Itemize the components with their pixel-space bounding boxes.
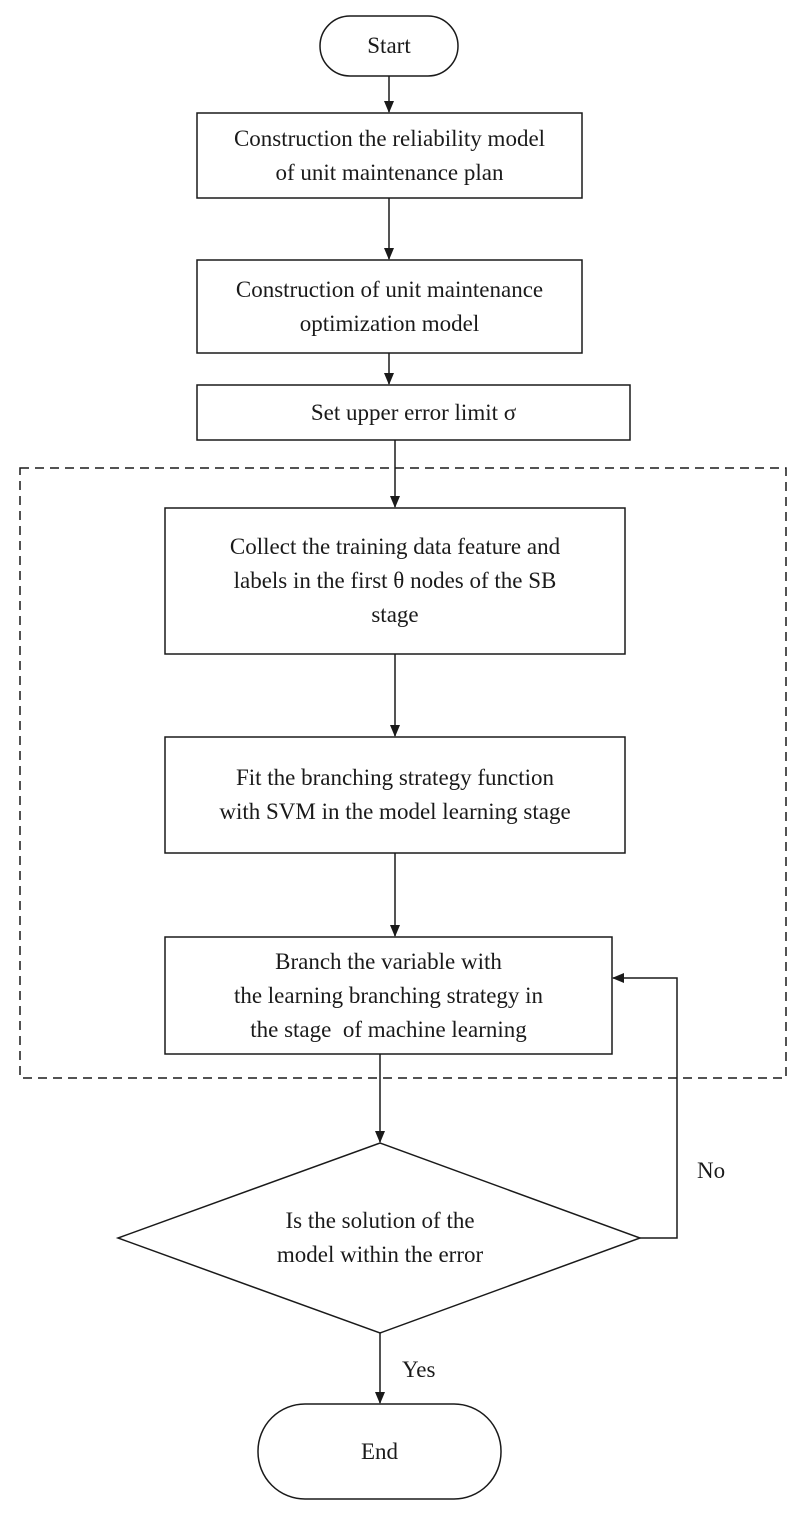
branch-variable-line-1: Branch the variable with xyxy=(275,948,502,974)
start-label: Start xyxy=(367,33,411,58)
fit-svm-node: Fit the branching strategy function with… xyxy=(165,737,625,853)
reliability-model-line-1: Construction the reliability model xyxy=(233,125,546,151)
optimization-model-line-2: optimization model xyxy=(299,310,480,336)
fit-svm-line-2: with SVM in the model learning stage xyxy=(219,799,571,824)
start-node: Start xyxy=(320,16,458,76)
collect-data-line-3: stage xyxy=(371,602,419,627)
decision-line-1: Is the solution of the xyxy=(285,1208,475,1233)
edge-label-yes: Yes xyxy=(402,1357,436,1382)
decision-line-2: model within the error xyxy=(276,1242,484,1267)
error-limit-node: Set upper error limit σ xyxy=(197,385,630,440)
branch-variable-line-2: the learning branching strategy in xyxy=(233,982,544,1008)
optimization-model-node: Construction of unit maintenance optimiz… xyxy=(197,260,582,353)
fit-svm-line-1: Fit the branching strategy function xyxy=(235,765,555,790)
reliability-model-box xyxy=(196,112,583,199)
end-label: End xyxy=(360,1438,399,1464)
optimization-model-line-1: Construction of unit maintenance xyxy=(235,276,544,302)
collect-data-node: Collect the training data feature and la… xyxy=(165,508,625,654)
collect-data-line-1: Collect the training data feature and xyxy=(229,534,561,559)
collect-data-line-2: labels in the first θ nodes of the SB xyxy=(233,568,557,593)
decision-node: Is the solution of the model within the … xyxy=(200,1200,560,1276)
branch-variable-node: Branch the variable with the learning br… xyxy=(165,937,612,1054)
reliability-model-node: Construction the reliability model of un… xyxy=(197,113,582,198)
branch-variable-box xyxy=(164,936,613,1055)
branch-variable-line-3: the stage of machine learning xyxy=(250,1016,527,1042)
fit-svm-box xyxy=(164,736,626,854)
edge-label-no: No xyxy=(697,1158,726,1183)
error-limit-box xyxy=(196,384,631,441)
end-node: End xyxy=(258,1404,501,1499)
machine-learning-group-border xyxy=(19,467,787,1079)
error-limit-line-1: Set upper error limit σ xyxy=(310,399,517,425)
edge-decision-no-loop xyxy=(612,973,678,1239)
end-terminal-shape xyxy=(257,1403,502,1500)
collect-data-box xyxy=(164,507,626,655)
reliability-model-line-2: of unit maintenance plan xyxy=(275,159,504,185)
optimization-model-box xyxy=(196,259,583,354)
